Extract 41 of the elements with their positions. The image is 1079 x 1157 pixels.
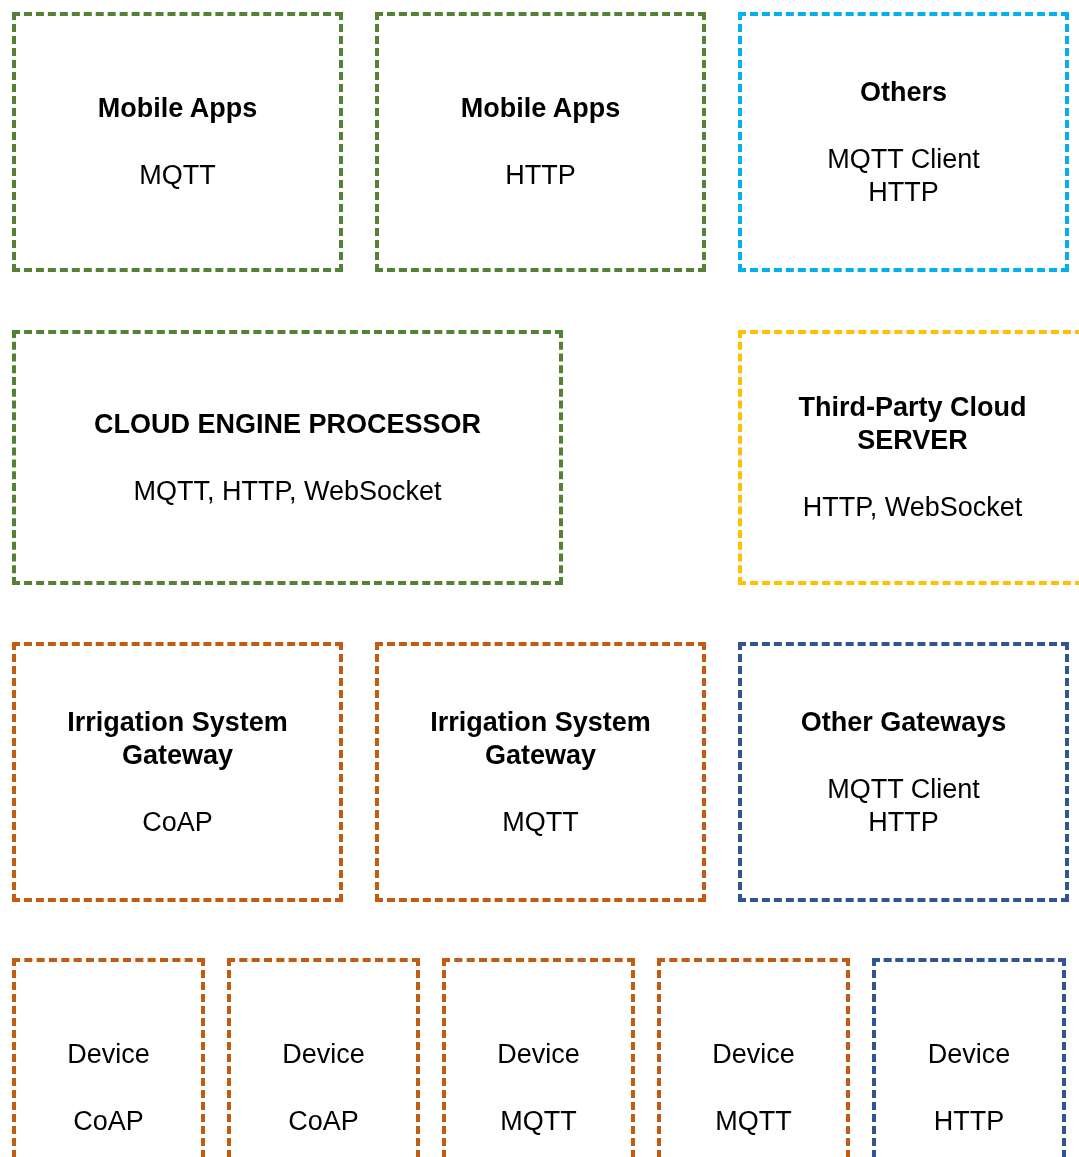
protocol-text: MQTT <box>715 1105 792 1138</box>
box-title: Other Gateways <box>800 705 1007 739</box>
protocol-text: CoAP <box>288 1105 359 1138</box>
box-label: Device <box>67 1038 150 1071</box>
dashed-box <box>738 12 1069 272</box>
dashed-box <box>12 12 343 272</box>
protocol-text: HTTP <box>505 159 576 192</box>
dashed-box <box>738 330 1079 585</box>
dashed-box <box>227 958 420 1157</box>
dashed-box <box>12 330 563 585</box>
dashed-box <box>12 958 205 1157</box>
box-label: Device <box>497 1038 580 1071</box>
protocol-text: CoAP <box>73 1105 144 1138</box>
box-title: CLOUD ENGINE PROCESSOR <box>93 407 481 441</box>
protocol-text: HTTP, WebSocket <box>802 491 1023 524</box>
dashed-box <box>442 958 635 1157</box>
protocol-text: MQTT <box>139 159 216 192</box>
box-title: Others <box>860 75 947 109</box>
protocol-text: HTTP <box>868 175 939 209</box>
protocol-text: MQTT Client <box>827 142 980 176</box>
dashed-box <box>872 958 1066 1157</box>
protocol-text: MQTT Client <box>827 772 980 806</box>
box-title: Irrigation System Gateway <box>429 705 652 772</box>
dashed-box <box>12 642 343 902</box>
box-label: Device <box>927 1038 1011 1071</box>
box-label: Device <box>712 1038 795 1071</box>
protocol-text: MQTT <box>500 1105 577 1138</box>
box-title: Irrigation System Gateway <box>66 705 289 772</box>
dashed-box <box>375 642 706 902</box>
protocol-text: HTTP <box>933 1105 1005 1138</box>
protocol-text: MQTT, HTTP, WebSocket <box>133 474 442 508</box>
box-title: Mobile Apps <box>97 92 258 125</box>
dashed-box <box>375 12 706 272</box>
box-label: Device <box>282 1038 365 1071</box>
protocol-text: HTTP <box>868 805 939 839</box>
box-title: Mobile Apps <box>460 92 621 125</box>
protocol-text: CoAP <box>142 805 213 839</box>
dashed-box <box>657 958 850 1157</box>
protocol-text: MQTT <box>502 805 579 839</box>
dashed-box <box>738 642 1069 902</box>
box-title: Third-Party Cloud SERVER <box>797 391 1028 457</box>
